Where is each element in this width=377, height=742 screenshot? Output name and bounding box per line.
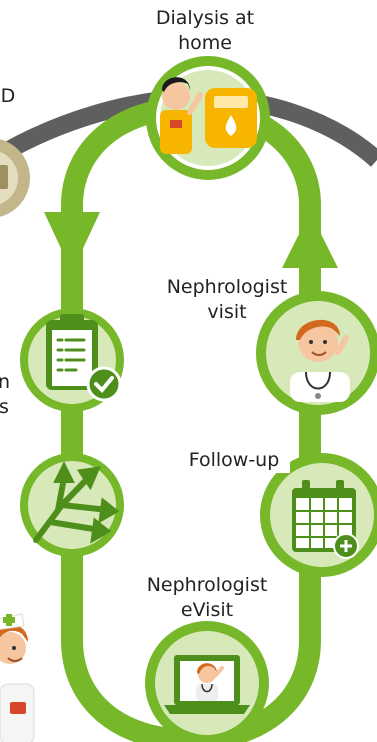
label-dialysis-line1: Dialysis at	[155, 7, 255, 29]
label-visit-line2: visit	[207, 301, 247, 323]
clipboard-checklist-icon	[46, 314, 122, 402]
nurse-icon	[0, 613, 35, 742]
down-arrow	[44, 212, 100, 272]
label-left-fragment-mid-1: n	[0, 371, 11, 393]
nephrologist-icon	[290, 319, 350, 402]
label-dialysis-at-home: Dialysis at home	[130, 6, 280, 56]
nephrologist-evisit-node	[145, 621, 269, 742]
label-evisit-line2: eVisit	[180, 599, 234, 621]
label-left-fragment-top: D	[0, 84, 18, 109]
calendar-medical-icon	[292, 480, 359, 559]
label-follow-up: Follow-up	[178, 448, 290, 473]
label-nephrologist-visit: Nephrologist visit	[142, 275, 312, 325]
dialysis-home-node	[146, 56, 270, 180]
label-left-fragment-mid-2: s	[0, 396, 9, 418]
label-nephrologist-evisit: Nephrologist eVisit	[122, 573, 292, 623]
label-evisit-line1: Nephrologist	[146, 574, 268, 596]
label-left-fragment-mid: n s	[0, 370, 14, 420]
branching-arrows-node	[20, 453, 124, 557]
label-follow-up-text: Follow-up	[188, 449, 280, 471]
up-arrow	[282, 212, 338, 268]
label-dialysis-line2: home	[178, 32, 232, 54]
label-left-fragment-top-text: D	[0, 85, 16, 107]
green-loop	[61, 96, 321, 742]
follow-up-node	[260, 453, 377, 577]
label-visit-line1: Nephrologist	[166, 276, 288, 298]
left-partial-node	[0, 139, 30, 217]
branching-arrows-icon	[33, 461, 120, 544]
nephrologist-visit-node	[256, 291, 377, 415]
clipboard-node	[20, 308, 124, 412]
patient-with-dialysis-machine-icon	[160, 77, 257, 154]
laptop-evisit-icon	[164, 655, 250, 714]
